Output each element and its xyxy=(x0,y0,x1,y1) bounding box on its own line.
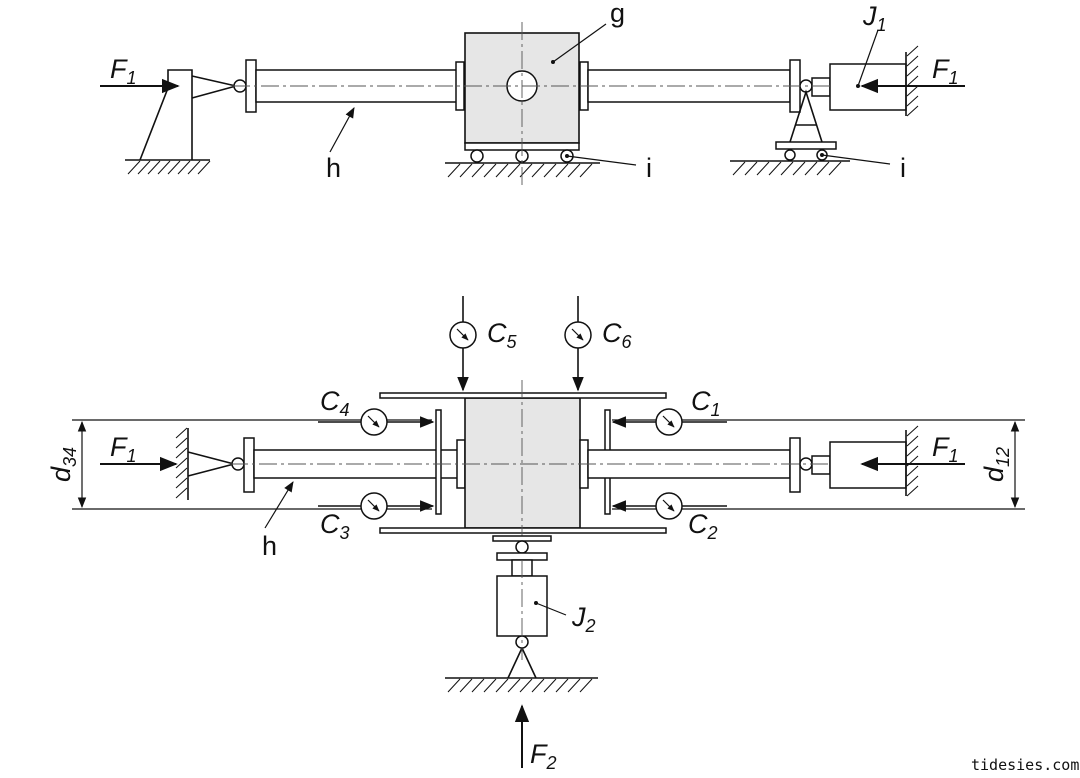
label-j2: J2 xyxy=(571,602,596,636)
dial-gauge-c5: C5 xyxy=(449,296,518,392)
watermark: tidesies.com xyxy=(971,756,1079,774)
label-f1-bottom-right: F1 xyxy=(932,432,959,466)
specimen-block xyxy=(464,397,581,529)
bottom-assembly: d34 d12 F1 xyxy=(46,296,1025,773)
label-c5: C5 xyxy=(487,318,518,352)
block-trolley xyxy=(445,142,600,178)
label-f2: F2 xyxy=(530,739,557,773)
dial-gauge-c4: C4 xyxy=(318,386,435,436)
label-i-left: i xyxy=(646,153,652,183)
dial-gauge-c1: C1 xyxy=(611,386,727,436)
top-assembly: F1 xyxy=(100,0,965,185)
top-plate xyxy=(379,392,667,399)
label-c3: C3 xyxy=(320,509,350,543)
dial-gauge-c3: C3 xyxy=(318,492,435,543)
actuator-j1 xyxy=(811,45,919,117)
dial-gauge-c6: C6 xyxy=(564,296,633,392)
label-f1-top-right: F1 xyxy=(932,54,959,88)
label-g: g xyxy=(610,0,625,28)
label-c2: C2 xyxy=(688,509,718,543)
actuator-j2: J2 xyxy=(445,535,598,693)
label-h-bottom: h xyxy=(262,531,277,561)
bottom-plate xyxy=(379,527,667,534)
label-c6: C6 xyxy=(602,318,633,352)
label-i-right: i xyxy=(900,153,906,183)
label-c4: C4 xyxy=(320,386,350,420)
label-f1-bottom-left: F1 xyxy=(110,432,137,466)
label-f1-top-left: F1 xyxy=(110,54,137,88)
dial-gauge-c2: C2 xyxy=(611,492,727,543)
left-plate xyxy=(435,409,442,515)
label-d34: d34 xyxy=(46,447,80,482)
label-h-top: h xyxy=(326,153,341,183)
label-c1: C1 xyxy=(691,386,721,420)
label-d12: d12 xyxy=(979,447,1013,482)
right-trolley xyxy=(730,89,850,176)
label-j1: J1 xyxy=(862,1,887,35)
